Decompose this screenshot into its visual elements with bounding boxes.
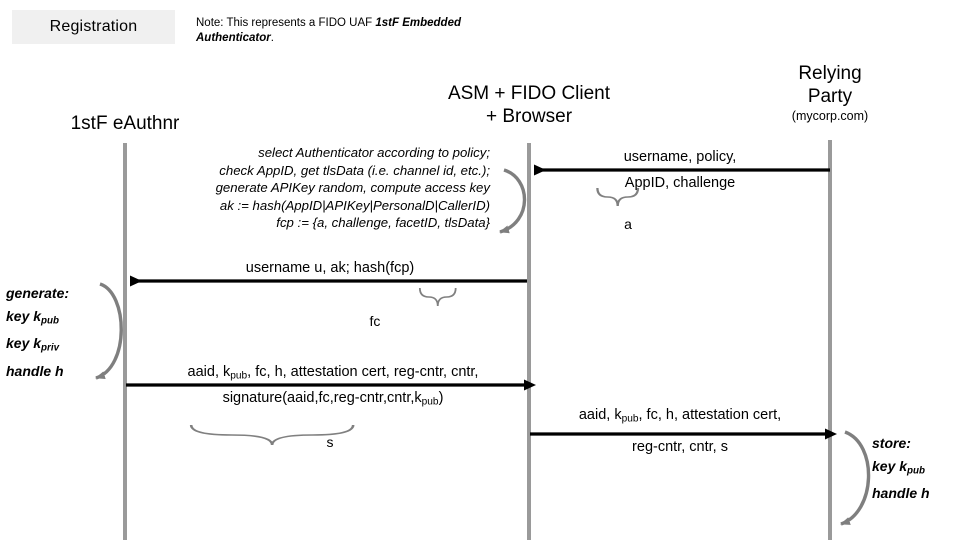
note-prefix: Note: This represents a FIDO UAF bbox=[196, 17, 376, 29]
brace-message-2 bbox=[418, 287, 457, 307]
side-note-store-line-2: key kpub bbox=[872, 458, 925, 477]
message-1-label-line2: AppID, challenge bbox=[624, 175, 736, 191]
processing-note-line-1: select Authenticator according to policy… bbox=[258, 145, 490, 160]
side-note-store-line-1: store: bbox=[872, 435, 911, 451]
actor-label-authenticator: 1stF eAuthnr bbox=[70, 113, 180, 134]
processing-note-line-4: ak := hash(AppID|APIKey|PersonalD|Caller… bbox=[219, 197, 490, 213]
actor-header-authenticator: 1stF eAuthnr bbox=[25, 112, 225, 135]
self-loop-relying-party bbox=[840, 430, 871, 526]
actor-header-client: ASM + FIDO Client + Browser bbox=[404, 82, 654, 128]
message-3-brace-label: s bbox=[326, 434, 334, 450]
message-4-label-line2: reg-cntr, cntr, s bbox=[632, 439, 728, 455]
message-4-label-line1: aaid, kpub, fc, h, attestation cert, bbox=[578, 407, 782, 425]
actor-label-client-line2: + Browser bbox=[485, 106, 573, 127]
side-note-generate-line-2: key kpub bbox=[6, 308, 59, 327]
diagram-note: Note: This represents a FIDO UAF 1stF Em… bbox=[196, 16, 536, 46]
actor-label-client-line1: ASM + FIDO Client bbox=[447, 83, 611, 104]
actor-label-rp-line1: Relying bbox=[798, 63, 862, 84]
message-1-label-line1: username, policy, bbox=[623, 149, 737, 165]
diagram-title-box: Registration bbox=[12, 10, 175, 44]
lifeline-relying-party bbox=[828, 140, 832, 540]
processing-note-client: select Authenticator according to policy… bbox=[120, 144, 490, 232]
side-note-generate: generate: key kpub key kpriv handle h bbox=[6, 282, 98, 383]
page-title: Registration bbox=[49, 18, 138, 35]
processing-note-line-2: check AppID, get tlsData (i.e. channel i… bbox=[219, 162, 490, 178]
processing-note-line-5: fcp := {a, challenge, facetID, tlsData} bbox=[276, 215, 490, 230]
message-2-brace-label: fc bbox=[369, 313, 381, 329]
actor-label-rp-line2: Party bbox=[807, 86, 853, 107]
actor-header-relying-party: Relying Party (mycorp.com) bbox=[745, 62, 915, 124]
lifeline-authenticator bbox=[123, 143, 127, 540]
lifeline-client bbox=[527, 143, 531, 540]
note-emphasis: 1stF Embedded Authenticator bbox=[196, 17, 462, 44]
message-2-label-line1: username u, ak; hash(fcp) bbox=[245, 260, 415, 276]
processing-note-line-3: generate APIKey random, compute access k… bbox=[215, 180, 490, 195]
actor-label-rp-domain: (mycorp.com) bbox=[791, 109, 869, 123]
message-3-label-line1: aaid, kpub, fc, h, attestation cert, reg… bbox=[187, 364, 479, 382]
side-note-store: store: key kpub handle h bbox=[872, 432, 960, 505]
side-note-generate-line-1: generate: bbox=[6, 285, 70, 301]
message-3-label-line2: signature(aaid,fc,reg-cntr,cntr,kpub) bbox=[222, 390, 444, 408]
side-note-store-line-3: handle h bbox=[872, 485, 930, 502]
side-note-generate-line-4: handle h bbox=[6, 362, 64, 379]
side-note-generate-line-3: key kpriv bbox=[6, 335, 60, 354]
note-suffix: . bbox=[270, 32, 274, 44]
self-loop-client bbox=[499, 168, 527, 234]
message-1-brace-label: a bbox=[624, 216, 632, 232]
